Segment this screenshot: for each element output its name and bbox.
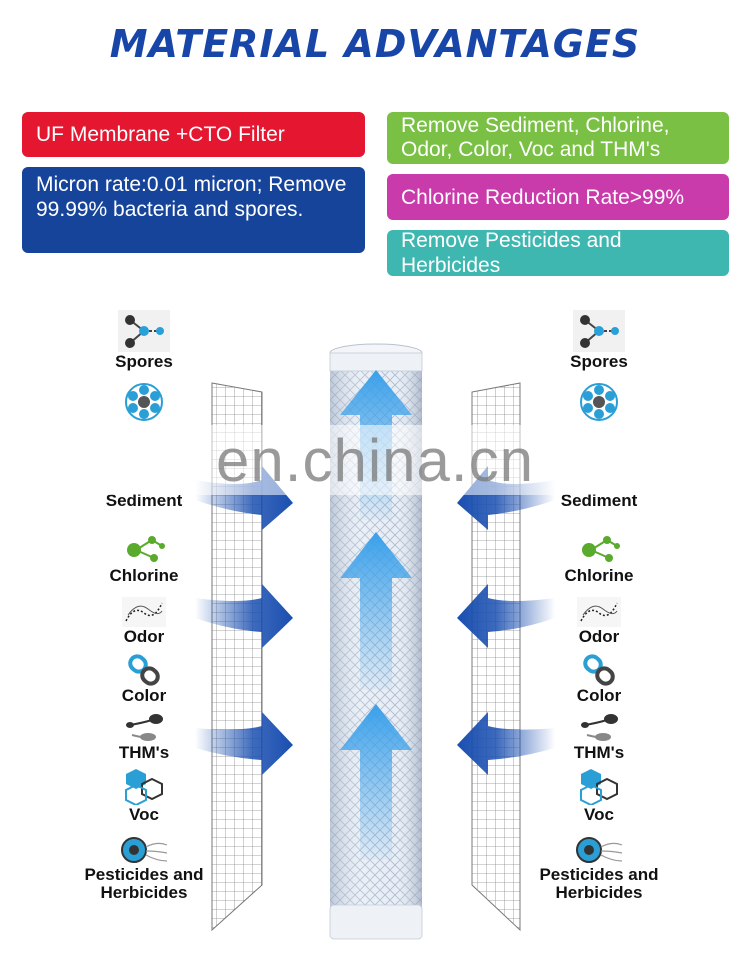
sediment-icon (125, 383, 163, 421)
voc-icon (125, 769, 163, 805)
feature-uf-membrane: UF Membrane +CTO Filter (22, 112, 365, 157)
contaminant-color: Color (79, 654, 209, 705)
contaminant-thms: THM's (79, 711, 209, 762)
spores-icon (573, 310, 625, 352)
pesticides-icon (576, 837, 623, 863)
thms-icon (581, 714, 618, 741)
contaminant-color: Color (534, 654, 664, 705)
contaminant-pesticides: Pesticides and Herbicides (79, 835, 209, 902)
chlorine-icon (127, 536, 165, 562)
odor-icon (577, 597, 621, 627)
sediment-icon (580, 383, 618, 421)
contaminant-spores: Spores (79, 310, 209, 371)
contaminants-left: Spores Sediment Chlorine Odor (79, 0, 209, 961)
contaminant-spores: Spores (534, 310, 664, 371)
contaminant-voc: Voc (79, 767, 209, 824)
color-icon (583, 654, 615, 686)
thms-icon (126, 714, 163, 741)
odor-icon (122, 597, 166, 627)
pesticides-icon (121, 837, 168, 863)
contaminant-odor: Odor (534, 597, 664, 646)
contaminant-sediment: Sediment (534, 382, 664, 510)
contaminant-voc: Voc (534, 767, 664, 824)
feature-remove-pesticides: Remove Pesticides and Herbicides (387, 229, 729, 277)
color-icon (128, 654, 160, 686)
watermark: en.china.cn (0, 425, 750, 495)
feature-chlorine-reduction: Chlorine Reduction Rate>99% (387, 174, 729, 220)
feature-remove-sediment: Remove Sediment, Chlorine, Odor, Color, … (387, 112, 729, 164)
spores-icon (118, 310, 170, 352)
voc-icon (580, 769, 618, 805)
contaminant-chlorine: Chlorine (534, 532, 664, 585)
contaminant-odor: Odor (79, 597, 209, 646)
contaminant-pesticides: Pesticides and Herbicides (534, 835, 664, 902)
page-title: MATERIAL ADVANTAGES (109, 22, 641, 66)
contaminant-chlorine: Chlorine (79, 532, 209, 585)
contaminants-right: Spores Sediment Chlorine Odor (534, 0, 664, 961)
feature-micron-rate: Micron rate:0.01 micron; Remove 99.99% b… (22, 167, 365, 253)
contaminant-sediment: Sediment (79, 382, 209, 510)
chlorine-icon (582, 536, 620, 562)
contaminant-thms: THM's (534, 711, 664, 762)
